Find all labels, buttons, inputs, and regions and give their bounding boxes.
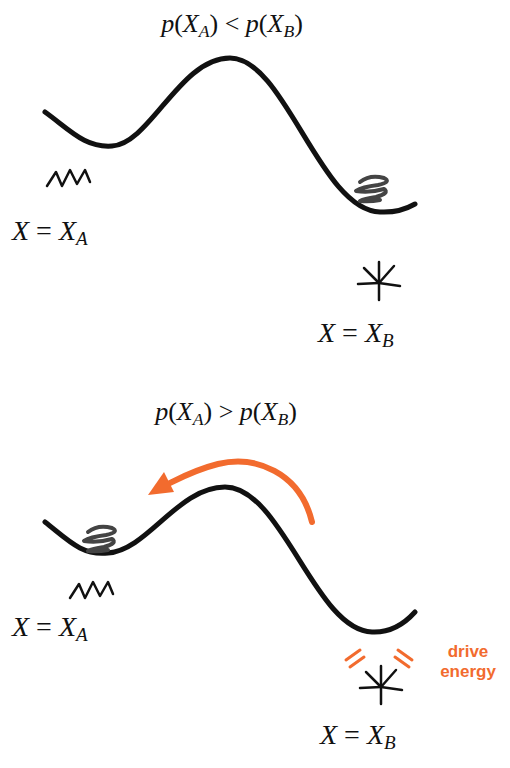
star-symbol — [360, 666, 402, 704]
spring-symbol — [47, 170, 90, 186]
state-label: X = XB — [320, 720, 396, 751]
spring-symbol — [70, 582, 113, 598]
state-label: X = XA — [12, 612, 88, 643]
energy-curve — [45, 487, 415, 632]
energy-curve — [45, 58, 415, 212]
drive-energy-note: drive energy — [432, 642, 504, 681]
probability-relation: p(XA) < p(XB) — [161, 10, 303, 39]
particle-blob — [84, 527, 115, 552]
star-symbol — [358, 262, 400, 300]
arrowhead — [148, 472, 174, 495]
probability-relation: p(XA) > p(XB) — [155, 398, 297, 427]
particle-blob — [356, 177, 387, 202]
drive-marks — [346, 650, 412, 667]
state-label: X = XB — [318, 318, 394, 349]
state-label: X = XA — [12, 216, 88, 247]
transition-arrow — [166, 462, 312, 522]
